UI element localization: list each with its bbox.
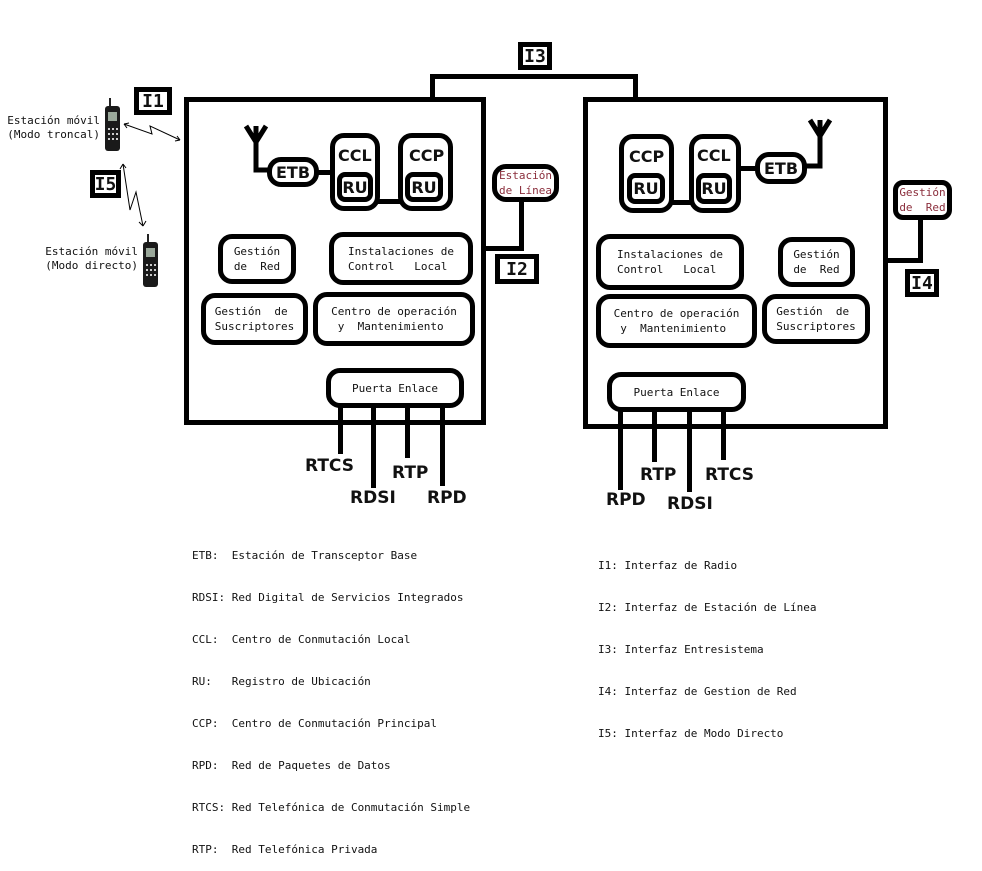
local-control-box: Instalaciones de Control Local: [596, 234, 744, 290]
rtp-link: [652, 410, 657, 462]
rdsi-link: [371, 406, 376, 488]
i2-link-horizontal: [484, 246, 524, 251]
etb-box: ETB: [755, 152, 807, 184]
legend-item: CCL: Centro de Conmutación Local: [192, 633, 411, 646]
legend-item: I3: Interfaz Entresistema: [598, 643, 764, 656]
legend-item: I5: Interfaz de Modo Directo: [598, 727, 784, 740]
mobile-phone-icon: [105, 98, 120, 151]
subscriber-mgmt-box: Gestión de Suscriptores: [201, 293, 308, 345]
ru-box: RU: [337, 172, 373, 202]
ccp-label: CCP: [409, 146, 445, 165]
rpd-link: [440, 406, 445, 486]
subscriber-mgmt-box: Gestión de Suscriptores: [762, 294, 870, 344]
ccp-label: CCP: [629, 147, 665, 166]
radio-link-i1-icon: [123, 122, 181, 142]
ops-center-box: Centro de operación y Mantenimiento: [596, 294, 757, 348]
external-network-mgmt-box: Gestión de Red: [893, 180, 952, 220]
interface-i3-label: I3: [518, 42, 552, 70]
ccl-label: CCL: [697, 146, 731, 165]
rtcs-link: [338, 406, 343, 454]
legend-item: I2: Interfaz de Estación de Línea: [598, 601, 817, 614]
rdsi-link: [687, 410, 692, 492]
network-rtp-label: RTP: [640, 465, 677, 485]
mobile-station-direct-label: Estación móvil (Modo directo): [45, 245, 138, 272]
i4-link-horizontal: [886, 258, 923, 263]
legend-interfaces: I1: Interfaz de Radio I2: Interfaz de Es…: [598, 531, 817, 755]
network-rtp-label: RTP: [392, 463, 429, 483]
i3-link-horizontal: [430, 74, 638, 79]
rtp-link: [405, 406, 410, 458]
legend-item: I4: Interfaz de Gestion de Red: [598, 685, 797, 698]
rtcs-link: [721, 410, 726, 460]
network-rpd-label: RPD: [427, 488, 467, 508]
antenna-icon: [805, 118, 833, 169]
network-mgmt-box: Gestión de Red: [218, 234, 296, 284]
legend-acronyms: ETB: Estación de Transceptor Base RDSI: …: [192, 521, 470, 871]
local-control-box: Instalaciones de Control Local: [329, 232, 473, 285]
legend-item: RPD: Red de Paquetes de Datos: [192, 759, 391, 772]
i2-link-vertical: [519, 196, 524, 251]
gateway-box: Puerta Enlace: [607, 372, 746, 412]
ru-box: RU: [627, 173, 665, 204]
ccl-etb-link: [739, 166, 757, 171]
network-rdsi-label: RDSI: [667, 494, 713, 514]
network-rtcs-label: RTCS: [305, 456, 354, 476]
legend-item: I1: Interfaz de Radio: [598, 559, 738, 572]
rpd-link: [618, 410, 623, 490]
legend-item: RDSI: Red Digital de Servicios Integrado…: [192, 591, 464, 604]
ccl-label: CCL: [338, 146, 372, 165]
ccp-ccl-link: [672, 200, 691, 205]
etb-ccl-link: [318, 170, 332, 175]
interface-i5-label: I5: [90, 170, 121, 198]
legend-item: ETB: Estación de Transceptor Base: [192, 549, 418, 562]
network-rdsi-label: RDSI: [350, 488, 396, 508]
mobile-station-trunk-label: Estación móvil (Modo troncal): [7, 114, 100, 141]
legend-item: RTP: Red Telefónica Privada: [192, 843, 378, 856]
network-mgmt-box: Gestión de Red: [778, 237, 855, 287]
antenna-icon: [243, 124, 272, 173]
ops-center-box: Centro de operación y Mantenimiento: [313, 292, 475, 346]
i3-link-right-drop: [633, 74, 638, 100]
legend-item: CCP: Centro de Conmutación Principal: [192, 717, 438, 730]
radio-link-i5-icon: [119, 163, 147, 227]
legend-item: RTCS: Red Telefónica de Conmutación Simp…: [192, 801, 471, 814]
network-rtcs-label: RTCS: [705, 465, 754, 485]
ru-box: RU: [696, 173, 732, 204]
gateway-box: Puerta Enlace: [326, 368, 464, 408]
etb-box: ETB: [267, 157, 319, 187]
i3-link-left-drop: [430, 74, 435, 100]
legend-item: RU: Registro de Ubicación: [192, 675, 371, 688]
interface-i2-label: I2: [495, 254, 539, 284]
ru-box: RU: [405, 172, 443, 202]
line-station-box: Estación de Línea: [492, 164, 559, 202]
interface-i1-label: I1: [134, 87, 172, 115]
ccl-ccp-link: [378, 199, 400, 204]
interface-i4-label: I4: [905, 269, 939, 297]
network-rpd-label: RPD: [606, 490, 646, 510]
mobile-phone-icon: [143, 234, 158, 287]
i4-link-vertical: [918, 218, 923, 263]
